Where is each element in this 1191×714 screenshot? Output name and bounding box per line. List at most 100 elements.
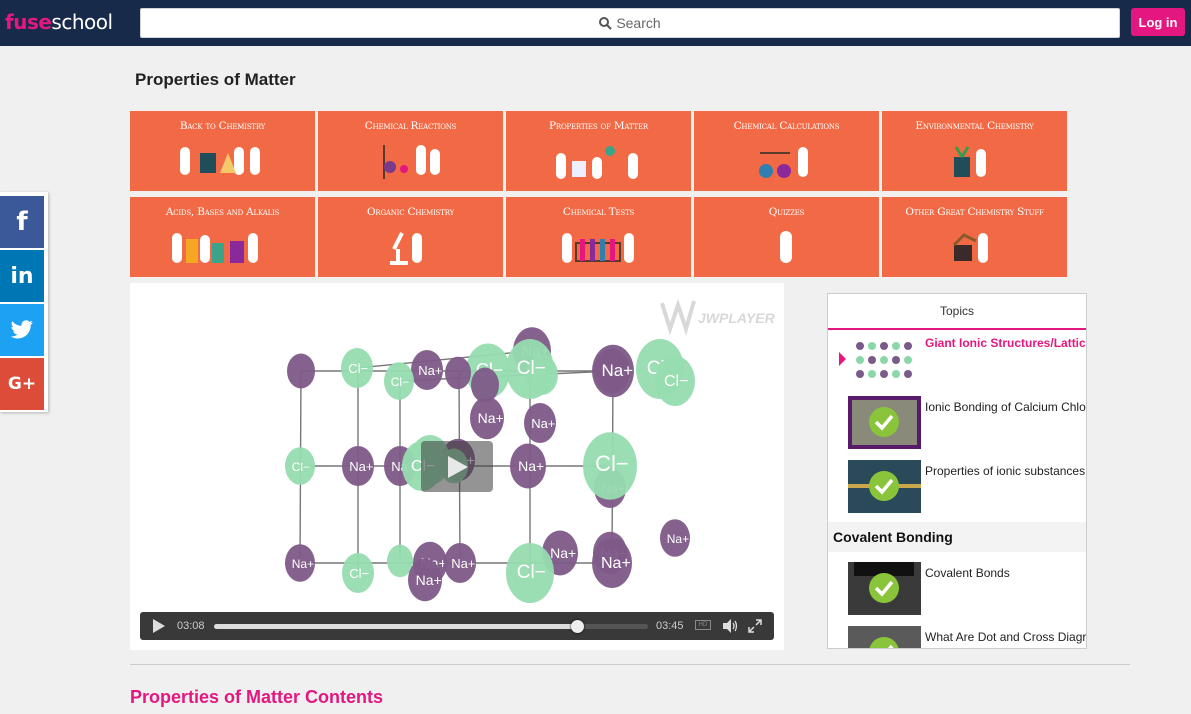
sodium-ion — [408, 558, 442, 602]
sodium-ion-label: Na+ — [478, 410, 504, 426]
play-icon — [448, 455, 468, 478]
chloride-ion-label: Cl− — [292, 460, 310, 474]
playlist-section-title: Covalent Bonding — [828, 522, 1086, 552]
chloride-ion-label: Cl− — [517, 562, 546, 583]
controlbar-play-icon[interactable] — [152, 619, 166, 633]
video-player[interactable]: Na+Na+Na+Na+Na+Na+Cl−Cl−Cl−Cl−Cl−Na+Na+N… — [130, 283, 784, 650]
sodium-ion — [444, 543, 476, 583]
search-input[interactable]: Search — [140, 8, 1120, 38]
sodium-ion-label: Na+ — [667, 532, 689, 546]
tile-label: Environmental Chemistry — [915, 120, 1034, 132]
sodium-ion — [592, 538, 632, 588]
section-divider — [130, 664, 1130, 665]
watched-check-icon — [869, 407, 899, 437]
beaker-icon — [556, 146, 638, 179]
facebook-icon: f — [16, 207, 28, 237]
playlist-item[interactable]: Properties of ionic substances — [828, 460, 1086, 522]
search-placeholder: Search — [616, 15, 661, 31]
tile-label: Properties of Matter — [549, 120, 648, 132]
watched-check-icon — [869, 573, 899, 603]
characters-icon — [180, 147, 260, 175]
playlist-header: Topics — [828, 294, 1086, 330]
watched-check-icon — [869, 637, 899, 648]
facebook-share-button[interactable]: f — [0, 196, 44, 248]
sodium-ion-label: Na+ — [451, 556, 475, 571]
tile-label: Acids, Bases and Alkalis — [165, 206, 280, 218]
chloride-ion — [506, 339, 554, 399]
video-controlbar: 03:08 03:45 HD — [140, 612, 774, 640]
sodium-ion — [445, 356, 471, 390]
flask-stand-icon — [383, 145, 440, 179]
playlist-item[interactable]: Covalent Bonds — [828, 562, 1086, 624]
watched-check-icon — [869, 471, 899, 501]
jwplayer-watermark: JWPLAYER — [656, 295, 776, 342]
tile-chemical-tests[interactable]: Chemical Tests — [506, 197, 691, 277]
tile-chemical-reactions[interactable]: Chemical Reactions — [318, 111, 503, 191]
tile-properties-of-matter[interactable]: Properties of Matter — [506, 111, 691, 191]
flasks-icon — [759, 147, 808, 178]
sodium-ion — [342, 446, 374, 486]
tile-label: Quizzes — [768, 206, 805, 218]
sodium-ion-label: Na+ — [418, 363, 442, 378]
duration: 03:45 — [656, 620, 684, 632]
tile-environmental-chemistry[interactable]: Environmental Chemistry — [882, 111, 1067, 191]
tile-organic-chemistry[interactable]: Organic Chemistry — [318, 197, 503, 277]
sodium-ion — [470, 396, 504, 440]
sodium-ion-label: Na+ — [349, 459, 373, 474]
hd-toggle[interactable]: HD — [695, 620, 711, 630]
bottles-icon — [172, 233, 258, 263]
video-play-button[interactable] — [421, 441, 493, 492]
sodium-ion-label: Na+ — [550, 545, 576, 561]
playlist-item-title: Ionic Bonding of Calcium Chloride — [925, 400, 1086, 414]
treasure-chest-icon — [952, 233, 988, 263]
sodium-ion — [411, 350, 443, 390]
sodium-ion — [287, 353, 315, 389]
chloride-ion-label: Cl− — [517, 358, 546, 379]
progress-slider[interactable] — [214, 620, 648, 633]
watermark-text: JWPLAYER — [698, 310, 776, 326]
current-item-arrow-icon — [839, 352, 846, 366]
tile-other-great-chemistry-stuff[interactable]: Other Great Chemistry Stuff — [882, 197, 1067, 277]
linkedin-share-button[interactable]: in — [0, 250, 44, 302]
sodium-ion-label: Na+ — [601, 361, 633, 380]
progress-knob[interactable] — [570, 620, 584, 633]
sodium-ion-label: Na+ — [416, 572, 442, 588]
search-icon — [599, 16, 613, 30]
chloride-ion — [506, 543, 554, 603]
chloride-ion-label: Cl− — [348, 361, 368, 376]
googleplus-share-button[interactable]: G+ — [0, 358, 44, 410]
playlist-item-title: Covalent Bonds — [925, 566, 1010, 580]
test-tubes-icon — [562, 233, 634, 263]
login-button[interactable]: Log in — [1131, 8, 1185, 36]
sodium-ion — [471, 367, 499, 403]
playlist-item[interactable]: Ionic Bonding of Calcium Chloride — [828, 396, 1086, 458]
twitter-share-button[interactable] — [0, 304, 44, 356]
chloride-ion — [285, 447, 315, 485]
top-navbar: fuseschool Search Log in — [0, 0, 1191, 46]
playlist-item[interactable]: What Are Dot and Cross Diagrams — [828, 626, 1086, 648]
fuseschool-logo[interactable]: fuseschool — [5, 10, 113, 34]
chloride-ion-label: Cl− — [664, 373, 688, 390]
topics-playlist: Topics Giant Ionic Structures/Lattice Io… — [827, 293, 1087, 649]
sodium-ion — [660, 519, 690, 557]
tile-acids-bases-alkalis[interactable]: Acids, Bases and Alkalis — [130, 197, 315, 277]
tile-label: Organic Chemistry — [366, 206, 455, 218]
tile-back-to-chemistry[interactable]: Back to Chemistry — [130, 111, 315, 191]
sodium-ion — [510, 443, 546, 489]
topic-tiles: Back to Chemistry Chemical Reactions Pro… — [130, 111, 1070, 279]
tile-label: Chemical Tests — [562, 206, 635, 218]
chloride-ion — [342, 553, 374, 593]
chloride-ion-label: Cl− — [391, 375, 409, 389]
playlist-item[interactable]: Giant Ionic Structures/Lattice — [828, 332, 1086, 394]
volume-icon[interactable] — [723, 619, 739, 633]
sodium-ion-label: Na+ — [292, 557, 314, 571]
chloride-ion — [583, 432, 637, 500]
logo-fuse: fuse — [5, 10, 52, 34]
tile-chemical-calculations[interactable]: Chemical Calculations — [694, 111, 879, 191]
video-thumbnail — [848, 562, 921, 615]
page-title: Properties of Matter — [135, 70, 296, 89]
contents-heading: Properties of Matter Contents — [130, 687, 384, 707]
tile-label: Chemical Reactions — [364, 120, 457, 132]
tile-quizzes[interactable]: Quizzes — [694, 197, 879, 277]
fullscreen-icon[interactable] — [748, 619, 762, 633]
